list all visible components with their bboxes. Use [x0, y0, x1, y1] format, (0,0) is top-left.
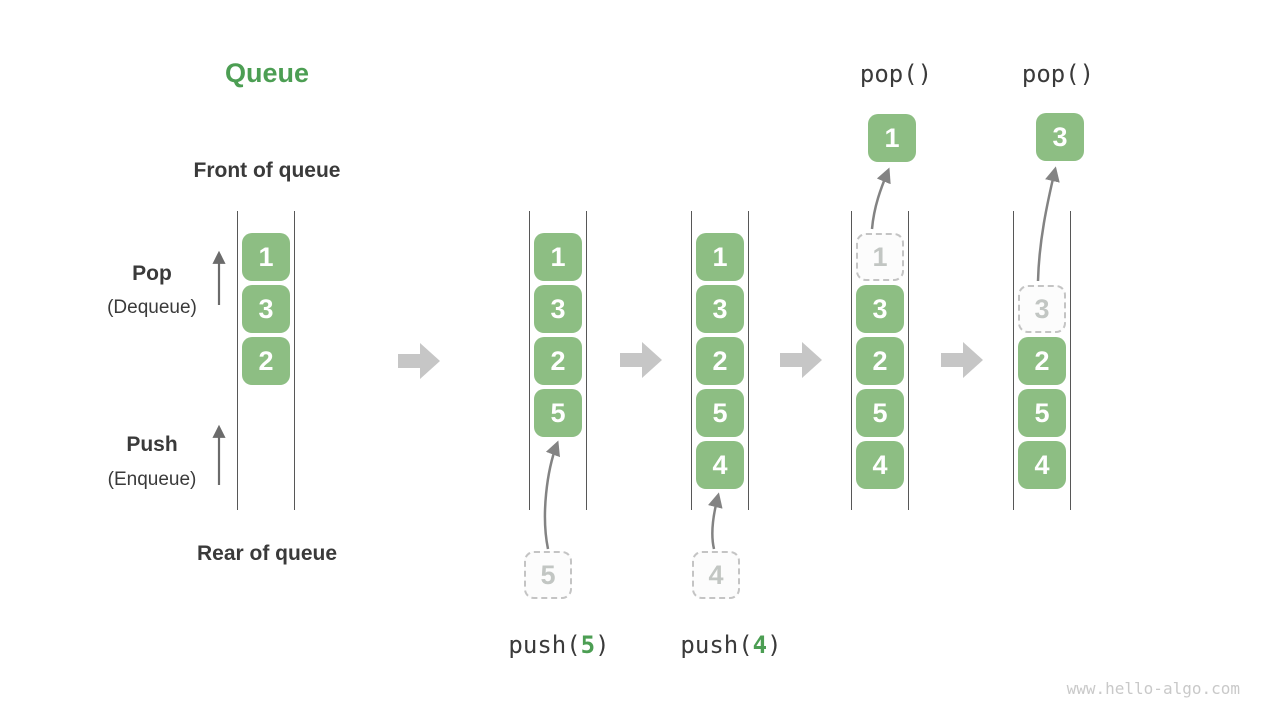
queue-item: 5 — [696, 389, 744, 437]
pop-call-label: pop() — [1021, 60, 1095, 88]
queue-item: 2 — [534, 337, 582, 385]
front-of-queue-label: Front of queue — [193, 159, 341, 182]
state-transition-arrow — [620, 342, 662, 378]
push-arg-value: 5 — [580, 631, 596, 659]
popped-item: 3 — [1036, 113, 1084, 161]
watermark: www.hello-algo.com — [1066, 679, 1240, 698]
push-label: Push — [126, 433, 178, 456]
diagram-title: Queue — [224, 58, 310, 88]
queue-item: 3 — [696, 285, 744, 333]
queue-item: 2 — [696, 337, 744, 385]
queue-item: 2 — [856, 337, 904, 385]
queue-item: 4 — [1018, 441, 1066, 489]
state-transition-arrow — [780, 342, 822, 378]
queue-item: 3 — [534, 285, 582, 333]
queue-item: 4 — [856, 441, 904, 489]
queue-item: 2 — [242, 337, 290, 385]
popped-item: 1 — [868, 114, 916, 162]
queue-slot-dashed: 1 — [856, 233, 904, 281]
rear-of-queue-label: Rear of queue — [196, 542, 338, 565]
push-call-label: push(5) — [508, 631, 610, 659]
queue-item: 5 — [534, 389, 582, 437]
queue-item: 3 — [856, 285, 904, 333]
state-transition-arrow — [398, 343, 440, 379]
dequeue-label: (Dequeue) — [107, 297, 197, 318]
queue-item: 1 — [696, 233, 744, 281]
enqueue-label: (Enqueue) — [107, 469, 197, 490]
pop-call-label: pop() — [859, 60, 933, 88]
incoming-item-dashed: 4 — [692, 551, 740, 599]
queue-slot-dashed: 3 — [1018, 285, 1066, 333]
incoming-item-dashed: 5 — [524, 551, 572, 599]
queue-item: 4 — [696, 441, 744, 489]
queue-item: 1 — [534, 233, 582, 281]
queue-item: 3 — [242, 285, 290, 333]
push-arg-value: 4 — [752, 631, 768, 659]
queue-item: 5 — [1018, 389, 1066, 437]
queue-item: 5 — [856, 389, 904, 437]
queue-item: 2 — [1018, 337, 1066, 385]
queue-item: 1 — [242, 233, 290, 281]
state-transition-arrow — [941, 342, 983, 378]
pop-label: Pop — [132, 262, 172, 285]
push-call-label: push(4) — [680, 631, 782, 659]
